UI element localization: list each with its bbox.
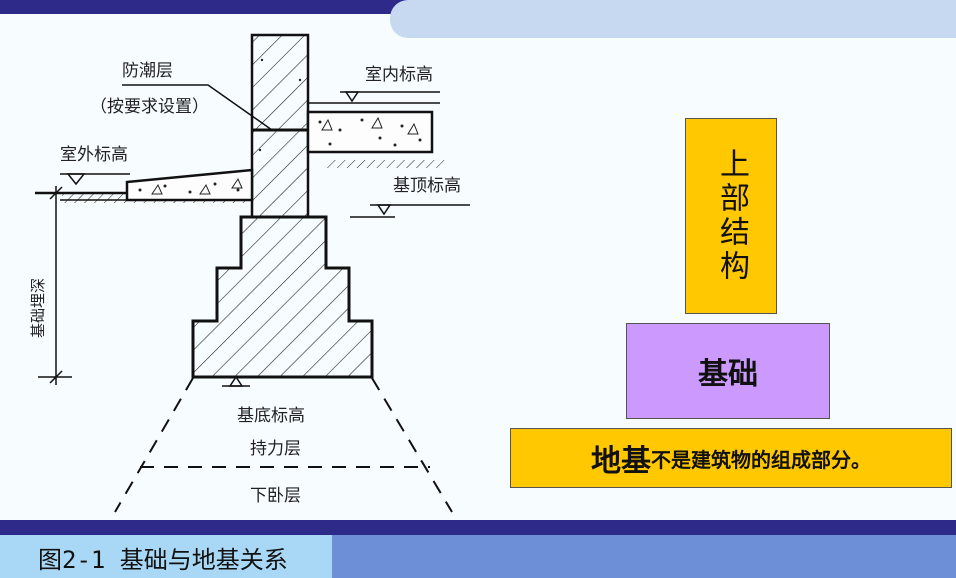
depth-dimension [38,186,72,385]
damp-proof-note: （按要求设置） [90,97,209,117]
outdoor-apron [125,168,254,202]
top-header-bar [0,0,420,14]
top-header-tab [390,0,956,38]
concrete-speckles [138,58,422,194]
soil-hatch-right [326,160,446,168]
foundation-depth-label: 基础埋深 [29,277,47,338]
superstructure-label: 上部结构 [714,148,749,284]
bearing-layer-label: 持力层 [250,439,301,459]
stress-spread-lines [114,377,453,513]
ground-block: 地基不是建筑物的组成部分。 [510,428,952,488]
caption-right-panel [332,535,956,578]
wall [250,33,310,219]
foundation-block: 基础 [626,323,830,419]
superstructure-block: 上部结构 [685,118,777,314]
outdoor-level-marker [66,173,86,186]
ground-label-bold: 地基 [591,444,651,479]
damp-proof-label: 防潮层 [122,61,173,81]
foundation-label: 基础 [698,357,758,392]
indoor-level-marker [344,91,360,103]
ground-label-rest: 不是建筑物的组成部分。 [651,447,871,472]
foundation-top-level-marker [376,204,392,216]
foundation-section-diagram [35,33,470,513]
underlying-layer-label: 下卧层 [250,486,301,506]
foundation-top-level-label: 基顶标高 [393,176,461,196]
concrete-triangles [151,116,419,195]
foundation-bottom-level-label: 基底标高 [237,406,305,426]
figure-caption: 图2-1 基础与地基关系 [38,546,288,574]
stepped-footing [191,215,374,379]
floor-slab [306,110,434,154]
indoor-level-label: 室内标高 [365,65,433,85]
damp-proof-leader [122,84,273,131]
outdoor-level-label: 室外标高 [60,145,128,165]
caption-box [0,535,332,578]
